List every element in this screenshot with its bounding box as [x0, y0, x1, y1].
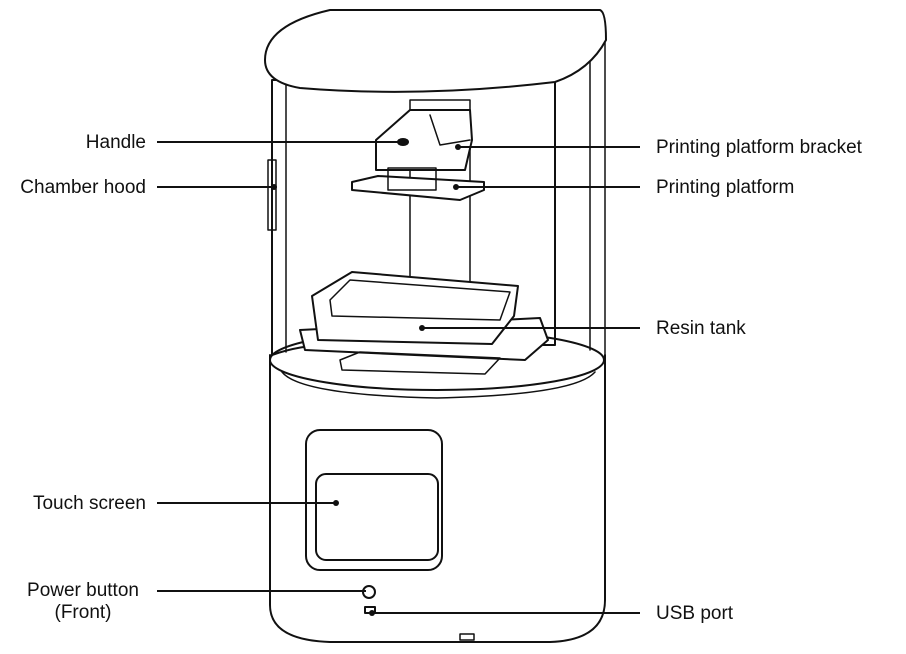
- label-chamber-hood: Chamber hood: [20, 177, 146, 198]
- label-resin-tank: Resin tank: [656, 318, 746, 339]
- label-printing-platform: Printing platform: [656, 177, 795, 198]
- printing-platform: [351, 175, 485, 201]
- label-touch-screen: Touch screen: [32, 493, 146, 514]
- label-printing-platform-bracket: Printing platform bracket: [656, 137, 862, 158]
- top-lid: [264, 9, 607, 93]
- hood-latch: [267, 159, 277, 231]
- label-power-button-line2: (Front): [54, 602, 112, 623]
- label-power-button: Power button (Front): [12, 580, 154, 624]
- label-power-button-line1: Power button: [27, 580, 139, 601]
- label-handle: Handle: [85, 132, 146, 153]
- resin-tank: [311, 271, 519, 345]
- label-usb-port: USB port: [656, 603, 734, 624]
- platform-bracket: [375, 109, 473, 171]
- touch-screen: [315, 473, 439, 561]
